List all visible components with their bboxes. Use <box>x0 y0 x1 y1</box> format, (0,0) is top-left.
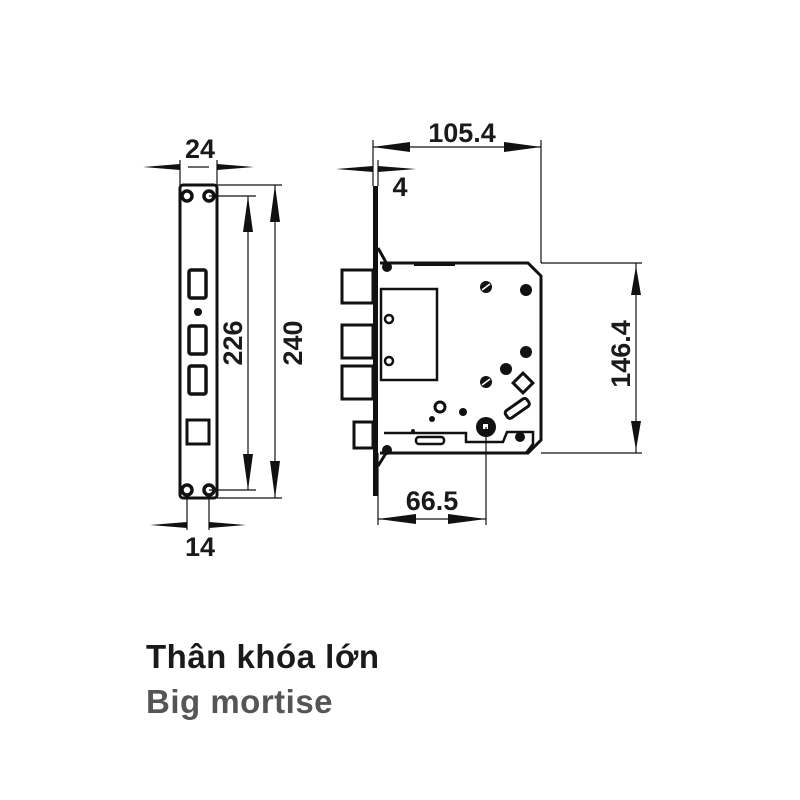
inner-height-dimension-label: 226 <box>218 320 248 365</box>
bolt-opening <box>187 324 208 356</box>
hole-spacing-dimension-label: 14 <box>185 532 215 562</box>
bolt <box>340 323 375 360</box>
deadbolt-opening <box>187 268 208 300</box>
faceplate-outline <box>178 183 219 500</box>
faceplate-view: 24 226 240 14 <box>143 134 308 562</box>
latch-opening <box>185 418 211 446</box>
rivet-icon <box>520 284 532 296</box>
faceplate-edge <box>373 186 378 496</box>
bolt-carrier <box>379 287 439 382</box>
slot <box>503 396 531 420</box>
bolt <box>340 364 375 401</box>
screw-hole-icon <box>180 483 194 497</box>
body-height-dimension-label: 146.4 <box>606 320 636 388</box>
backset-dimension-label: 66.5 <box>406 486 459 516</box>
case-body <box>380 261 543 455</box>
spindle-hole-icon <box>510 370 536 396</box>
dot-icon <box>194 308 202 316</box>
bolt-opening <box>187 364 208 396</box>
rivet-icon <box>520 346 532 358</box>
screw-hole-icon <box>180 189 194 203</box>
width-dimension-label: 24 <box>185 134 215 164</box>
depth-dimension-label: 105.4 <box>428 118 496 148</box>
latch <box>352 420 375 450</box>
caption-vietnamese: Thân khóa lớn <box>146 638 380 675</box>
caption-english: Big mortise <box>146 683 334 720</box>
rivet-icon <box>500 363 512 375</box>
thickness-dimension-label: 4 <box>392 172 407 202</box>
deadbolt <box>340 268 375 305</box>
outer-height-dimension-label: 240 <box>278 320 308 365</box>
side-view: 105.4 4 146.4 66.5 <box>336 118 642 525</box>
